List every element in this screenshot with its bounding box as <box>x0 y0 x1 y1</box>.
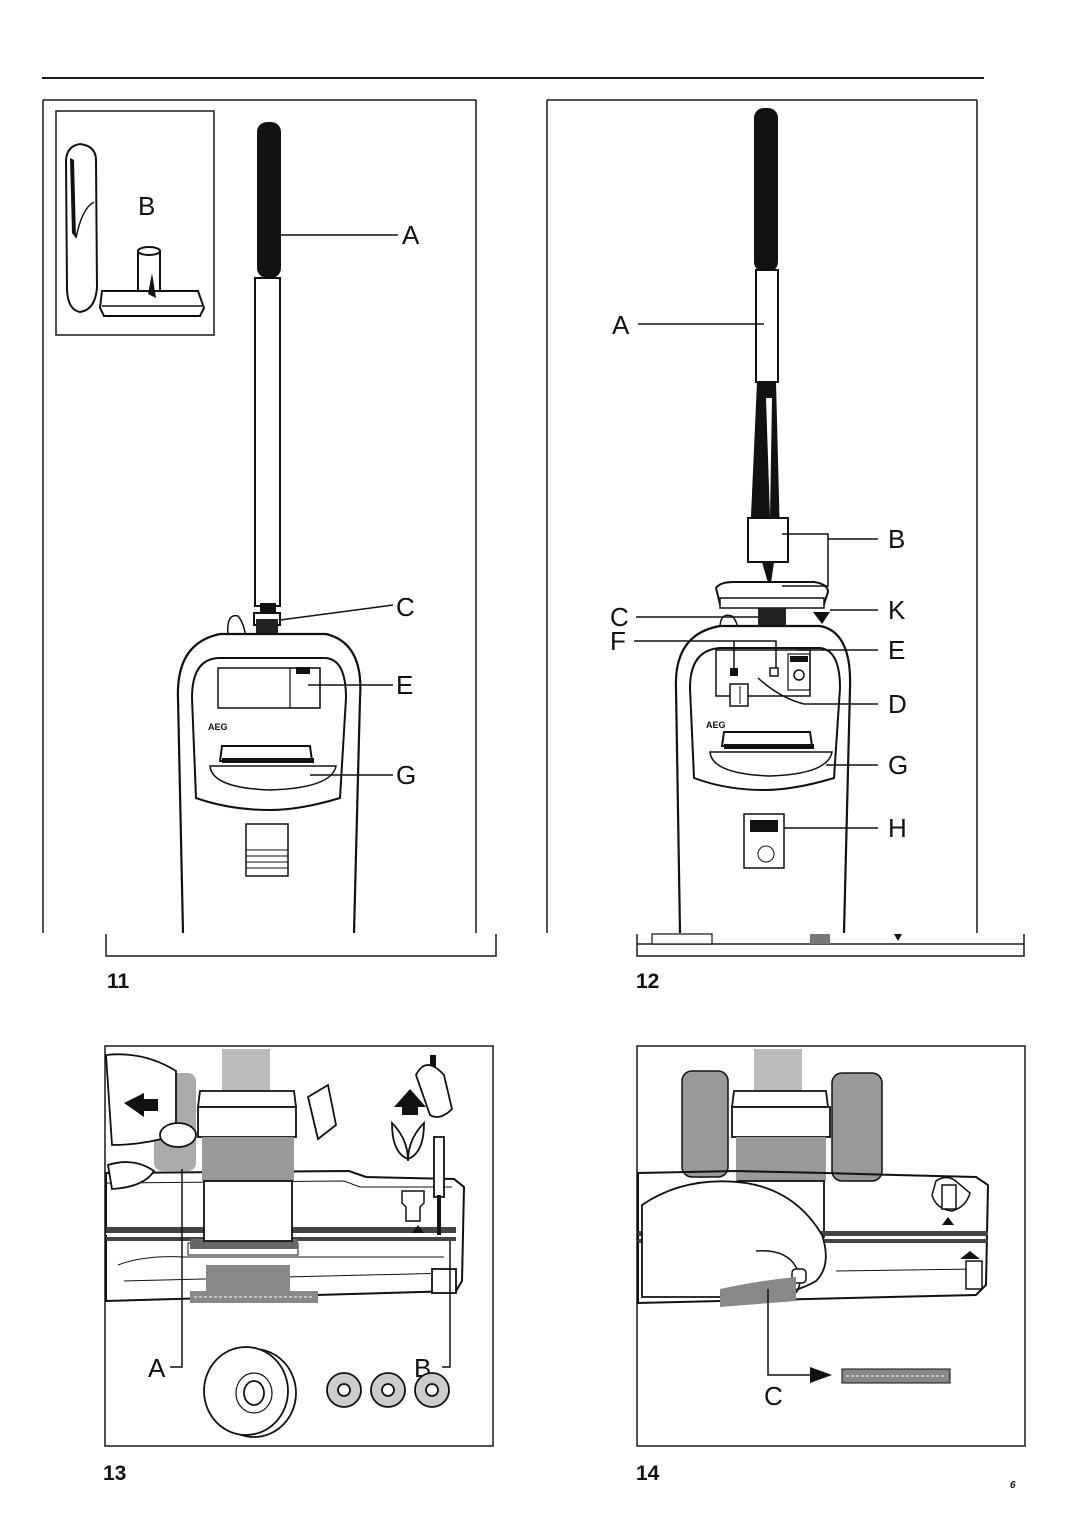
figure-number-13: 13 <box>103 1462 127 1485</box>
figure-11-leaders <box>279 234 398 776</box>
upholstery-nozzle-icon <box>714 517 830 609</box>
page-number: 6 <box>1010 1480 1016 1491</box>
figure-12: AEG A B C K F E D G H <box>544 98 1034 960</box>
callout-e: E <box>396 670 413 700</box>
callout-c: C <box>764 1381 783 1411</box>
swivel-joint <box>226 612 281 639</box>
figure-11: B AEG A C E G <box>40 98 510 960</box>
figure-12-leaders <box>634 323 878 829</box>
callout-c: C <box>396 592 415 622</box>
brand-logo: AEG <box>706 720 726 730</box>
arrow-right-icon <box>810 1367 832 1383</box>
top-rule <box>42 77 984 79</box>
extension-tube <box>254 122 281 615</box>
figure-number-12: 12 <box>636 970 660 993</box>
callout-a: A <box>148 1353 166 1383</box>
brand-logo: AEG <box>208 722 228 732</box>
figure-13-leaders <box>170 1169 451 1368</box>
callout-a: A <box>612 310 630 340</box>
callout-c: C <box>610 602 629 632</box>
figure-number-11: 11 <box>107 970 130 993</box>
figure-13: A B <box>104 1045 496 1450</box>
figure-14: C <box>636 1045 1028 1450</box>
callout-a: A <box>402 220 420 250</box>
cleaner-body: AEG <box>674 624 852 934</box>
callout-g: G <box>888 750 908 780</box>
callout-b: B <box>138 191 155 221</box>
figure-11-frame <box>42 99 497 957</box>
callout-h: H <box>888 813 907 843</box>
spare-wheels <box>203 1346 450 1438</box>
callout-g: G <box>396 760 416 790</box>
callout-d: D <box>888 689 907 719</box>
figure-number-14: 14 <box>636 1462 660 1485</box>
extension-tube <box>750 108 780 538</box>
figure-14-leaders <box>767 1289 812 1376</box>
accessory-inset: B <box>55 110 215 336</box>
callout-b: B <box>888 524 905 554</box>
upholstery-nozzle-icon <box>98 246 206 317</box>
cleaner-body: AEG <box>176 632 362 934</box>
callout-f: F <box>610 626 626 656</box>
figure-12-frame <box>546 99 1025 957</box>
callout-k: K <box>888 595 906 625</box>
callout-e: E <box>888 635 905 665</box>
